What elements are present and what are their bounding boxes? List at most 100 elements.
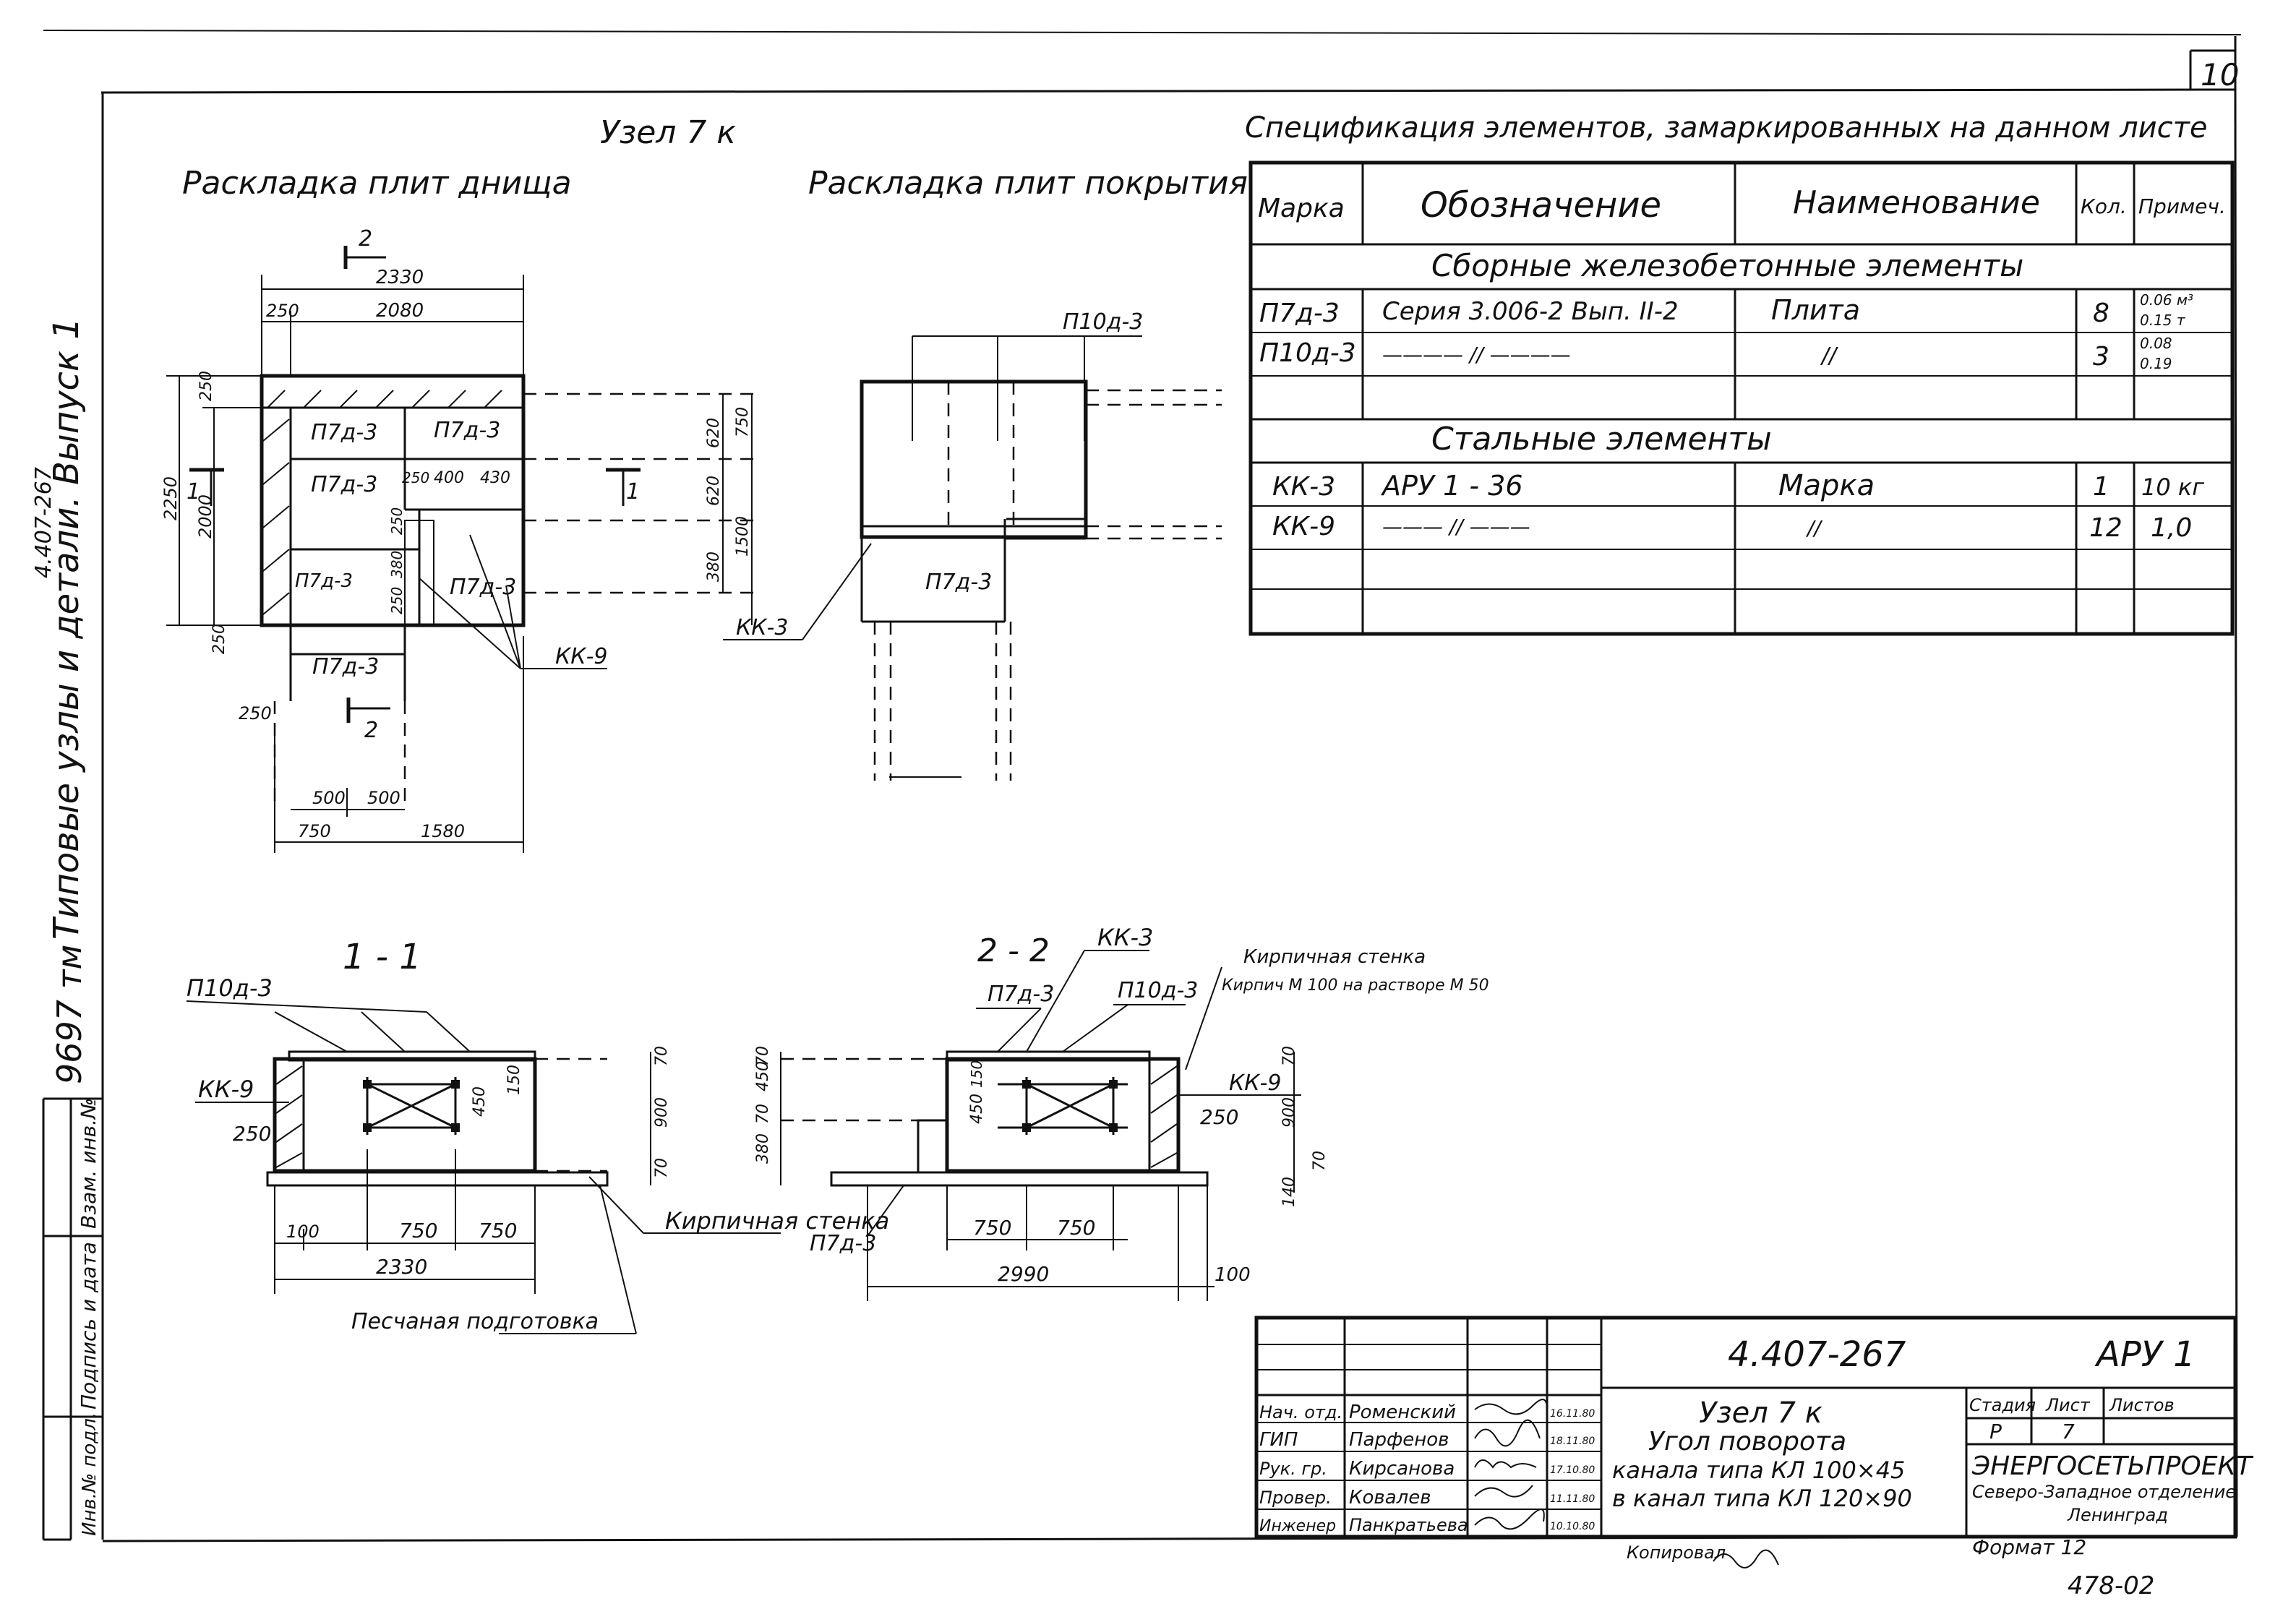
spec-cell: П10д-3 [1259, 338, 1356, 368]
side-code: 9697 тм [50, 945, 89, 1084]
plan-top: Раскладка плит покрытия П10д-3 П7д-3 КК-… [723, 165, 1248, 781]
dim: 380 [754, 1133, 772, 1164]
dim: 750 [973, 1216, 1011, 1240]
spec-header: Обозначение [1421, 185, 1661, 226]
stamp-podpis: Подпись и дата [77, 1242, 100, 1409]
dim: 380 [705, 552, 723, 582]
wall-top-hatch [260, 374, 525, 409]
plan-bottom: Раскладка плит днища П7д-3 П7д-3 П7д-3 П… [160, 165, 759, 853]
side-strip: Типовые узлы и детали. Выпуск 1 [46, 317, 87, 940]
dim: 400 [434, 469, 464, 487]
role: Инженер [1259, 1517, 1336, 1535]
spec-header: Марка [1258, 194, 1345, 223]
spec-cell: 0.15 т [2140, 312, 2186, 329]
section-label: Кирпичная стенка [665, 1207, 889, 1235]
dim: 450 [754, 1061, 772, 1091]
plate-label: П7д-3 [311, 420, 377, 445]
dim: 620 [705, 418, 723, 448]
section-2-2: 2 - 2 КК-3 П7д-3 П10д-3 Кирпичная стенка [754, 924, 1489, 1301]
section-label: КК-9 [1229, 1070, 1282, 1096]
name: Ковалев [1349, 1487, 1431, 1509]
section-label: П7д-3 [810, 1231, 876, 1256]
dim: 250 [239, 703, 272, 724]
dim: 750 [479, 1219, 517, 1243]
spec-cell: 0.06 м³ [2140, 291, 2193, 309]
side-strip-doc: 4.407-267 [31, 467, 56, 578]
format: Формат 12 [1972, 1535, 2086, 1559]
section-mark: 1 [626, 479, 640, 505]
section-title: 1 - 1 [343, 937, 421, 977]
wall-left-hatch [260, 406, 292, 626]
dim: 900 [1280, 1097, 1298, 1128]
org: Северо-Западное отделение [1972, 1482, 2236, 1502]
dim: 500 [312, 788, 346, 808]
stage: Р [1989, 1420, 2002, 1443]
section-label: Кирпич М 100 на растворе М 50 [1222, 977, 1489, 995]
dim: 250 [1200, 1105, 1238, 1129]
dim: 250 [388, 587, 406, 614]
dim: 750 [399, 1219, 437, 1243]
dim: 70 [653, 1046, 671, 1066]
spec-header: Наименование [1793, 184, 2040, 221]
plate-label: П7д-3 [295, 570, 353, 592]
dim: 450 [968, 1094, 986, 1124]
node-title: Узел 7 к [600, 114, 736, 151]
date: 10.10.80 [1550, 1521, 1595, 1532]
name: Роменский [1349, 1402, 1456, 1423]
role: Рук. гр. [1259, 1459, 1327, 1479]
dim: 250 [266, 301, 299, 321]
signature [1474, 1509, 1545, 1530]
copied: Копировал [1627, 1542, 1726, 1563]
spec-cell: Серия 3.006-2 Вып. II-2 [1382, 297, 1679, 326]
dim: 100 [1215, 1264, 1251, 1286]
name: Парфенов [1349, 1429, 1449, 1451]
spec-cell: АРУ 1 - 36 [1380, 470, 1523, 502]
spec-header: Кол. [2081, 194, 2127, 218]
spec-cell: Марка [1778, 469, 1875, 502]
dim: 750 [1057, 1216, 1095, 1240]
drawing-title: канала типа КЛ 100×45 [1612, 1456, 1905, 1484]
dim: 70 [653, 1158, 671, 1178]
stamp-no: 478-02 [2068, 1571, 2154, 1600]
signature [1474, 1459, 1537, 1469]
dim: 2250 [160, 476, 181, 520]
dim: 2330 [376, 1255, 427, 1279]
spec-cell: КК-9 [1272, 512, 1335, 541]
dim: 140 [1280, 1177, 1298, 1207]
dim: 150 [968, 1060, 985, 1088]
section-mark: 2 [364, 718, 378, 743]
role: ГИП [1259, 1429, 1298, 1451]
title-block: 4.407-267 АРУ 1 Узел 7 к Угол поворота к… [1254, 1316, 2254, 1600]
plate-label: П7д-3 [925, 570, 992, 595]
dim: 250 [402, 469, 429, 486]
spec-cell: 1,0 [2151, 513, 2192, 543]
stamp-inv: Инв.№ подл. [79, 1412, 100, 1536]
dim: 70 [1311, 1151, 1329, 1171]
side-series: Типовые узлы и детали. Выпуск 1 [46, 317, 87, 940]
stage-header: Стадия [1969, 1395, 2036, 1415]
section-label: П10д-3 [187, 974, 273, 1002]
section-label: Кирпичная стенка [1243, 946, 1426, 968]
spec-cell: 3 [2093, 342, 2109, 372]
role: Нач. отд. [1259, 1402, 1342, 1423]
dim: 450 [471, 1086, 489, 1117]
dim: 70 [1280, 1046, 1298, 1066]
date: 17.10.80 [1550, 1464, 1595, 1476]
dim: 430 [480, 469, 510, 487]
dim: 1580 [421, 821, 465, 841]
signature [1474, 1485, 1533, 1498]
date: 16.11.80 [1550, 1408, 1595, 1420]
spec-cell: ———— // ———— [1382, 343, 1571, 366]
album: АРУ 1 [2094, 1334, 2196, 1375]
plate-label: П7д-3 [434, 418, 500, 443]
spec-cell: П7д-3 [1259, 299, 1340, 328]
plate-label: П10д-3 [1063, 309, 1143, 335]
stamp-vzam: Взам. инв.№ [77, 1098, 100, 1229]
section-mark: 2 [359, 226, 372, 252]
org: ЭНЕРГОСЕТЬПРОЕКТ [1971, 1451, 2254, 1481]
section-mark: 1 [187, 479, 200, 505]
spec-table: Спецификация элементов, замаркированных … [1245, 111, 2235, 636]
dim: 150 [505, 1065, 523, 1095]
dim: 2080 [376, 300, 424, 322]
